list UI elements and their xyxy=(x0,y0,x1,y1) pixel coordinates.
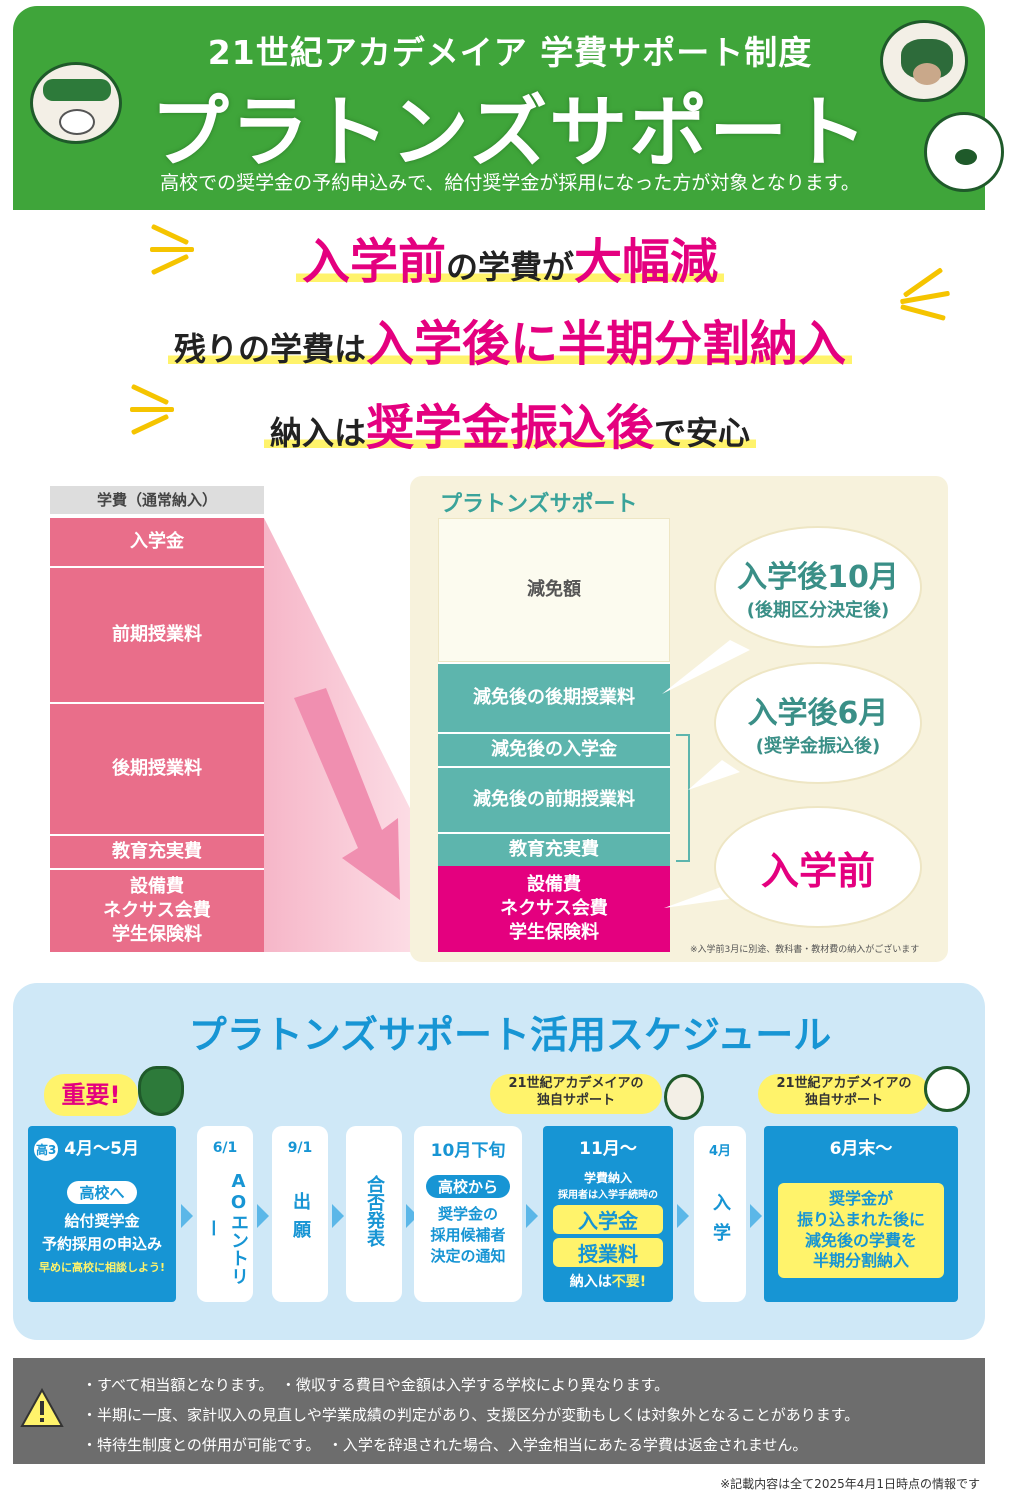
own-support-bubble-2: 21世紀アカデメイアの 独自サポート xyxy=(758,1074,930,1114)
step-6-sub: 採用者は入学手続時の xyxy=(558,1190,658,1201)
catch-line-2: 残りの学費は入学後に半期分割納入 xyxy=(0,304,1020,374)
right-column-header: プラトンズサポート xyxy=(440,492,638,517)
arrow-2 xyxy=(257,1204,269,1228)
deer-small-mascot-icon xyxy=(138,1066,184,1116)
step-7-period: 4月 xyxy=(708,1144,732,1159)
left-item-education: 教育充実費 xyxy=(50,834,264,868)
right-item-early-tuition: 減免後の前期授業料 xyxy=(438,766,670,832)
arrow-3 xyxy=(332,1204,344,1228)
deer-mascot-icon xyxy=(30,62,122,144)
step-3-date: 9/1 xyxy=(287,1140,313,1156)
arrow-7 xyxy=(750,1204,762,1228)
arrow-1 xyxy=(181,1204,193,1228)
step-6-foot: 納入は不要! xyxy=(569,1274,647,1290)
note-line-1: ・すべて相当額となります。 ・徴収する費目や金額は入学する学校により異なります。 xyxy=(82,1376,670,1394)
right-item-entrance: 減免後の入学金 xyxy=(438,732,670,766)
left-item-late-tuition: 後期授業料 xyxy=(50,702,264,834)
step-1-period: 4月～5月 xyxy=(64,1139,139,1159)
alpaca-small-mascot-icon xyxy=(664,1074,704,1120)
step-4-body: 合否発表 xyxy=(364,1175,385,1247)
step-2-date: 6/1 xyxy=(212,1140,238,1156)
step-8-period: 6月末～ xyxy=(829,1139,893,1159)
step-5-card: 10月下旬 高校から 奨学金の 採用候補者 決定の通知 xyxy=(414,1126,522,1302)
step-1-body: 給付奨学金 予約採用の申込み xyxy=(41,1212,162,1253)
left-item-early-tuition: 前期授業料 xyxy=(50,566,264,702)
header-subtitle: 21世紀アカデメイア 学費サポート制度 xyxy=(207,33,813,72)
bubble-june: 入学後6月 (奨学金振込後) xyxy=(716,664,920,782)
reduction-funnel-graphic xyxy=(264,518,438,952)
header-banner xyxy=(13,6,985,210)
step-6-box-tuition: 授業料 xyxy=(553,1238,663,1267)
left-item-facility: 設備費 ネクサス会費 学生保険料 xyxy=(50,868,264,952)
arrow-5 xyxy=(526,1204,538,1228)
left-item-entrance: 入学金 xyxy=(50,518,264,566)
step-7-card: 4月 入学 xyxy=(694,1126,746,1302)
step-8-body: 奨学金が 振り込まれた後に 減免後の学費を 半期分割納入 xyxy=(778,1183,944,1279)
step-7-body: 入学 xyxy=(710,1193,731,1253)
warning-icon xyxy=(20,1388,64,1427)
important-badge: 重要! xyxy=(44,1074,138,1116)
right-item-facility: 設備費 ネクサス会費 学生保険料 xyxy=(438,866,670,952)
alpaca-mascot-icon xyxy=(880,20,968,102)
burst-left-2 xyxy=(130,383,180,436)
catch-line-3: 納入は奨学金振込後で安心 xyxy=(0,388,1020,458)
catch-line-1: 入学前の学費が大幅減 xyxy=(0,222,1020,292)
step-1-tag: 高校へ xyxy=(67,1181,137,1204)
burst-left-1 xyxy=(150,223,200,276)
footnote: ※記載内容は全て2025年4月1日時点の情報です xyxy=(720,1477,980,1491)
bubble-before: 入学前 xyxy=(716,808,920,926)
step-4-card: 合否発表 xyxy=(346,1126,402,1302)
step-5-tag: 高校から xyxy=(425,1175,510,1198)
step-6-card: 11月～ 学費納入 採用者は入学手続時の 入学金 授業料 納入は不要! xyxy=(543,1126,673,1302)
left-column-header: 学費（通常納入） xyxy=(50,486,264,514)
header-description: 高校での奨学金の予約申込みで、給付奨学金が採用になった方が対象となります。 xyxy=(160,172,860,194)
step-5-body: 奨学金の 採用候補者 決定の通知 xyxy=(430,1205,506,1265)
note-line-2: ・半期に一度、家計収入の見直しや学業成績の判定があり、支援区分が変動もしくは対象… xyxy=(82,1406,860,1424)
step-6-period: 11月～ xyxy=(579,1139,637,1159)
step-1-grade: 高3 xyxy=(34,1138,59,1161)
bracket-line xyxy=(676,734,690,862)
step-3-body: 出願 xyxy=(290,1192,311,1248)
step-6-head: 学費納入 xyxy=(583,1171,632,1185)
step-8-card: 6月末～ 奨学金が 振り込まれた後に 減免後の学費を 半期分割納入 xyxy=(764,1126,958,1302)
header-title: プラトンズサポート xyxy=(150,88,870,178)
own-support-bubble-1: 21世紀アカデメイアの 独自サポート xyxy=(490,1074,662,1114)
step-3-card: 9/1 出願 xyxy=(272,1126,328,1302)
notes-panel xyxy=(13,1358,985,1464)
right-item-exempt: 減免額 xyxy=(438,518,670,662)
step-1-card: 高3 4月～5月 高校へ 給付奨学金 予約採用の申込み 早めに高校に相談しよう! xyxy=(28,1126,176,1302)
step-2-card: 6/1 AOエントリー xyxy=(197,1126,253,1302)
step-1-hint: 早めに高校に相談しよう! xyxy=(38,1261,166,1274)
step-5-period: 10月下旬 xyxy=(430,1141,506,1161)
bubble-october: 入学後10月 (後期区分決定後) xyxy=(716,528,920,646)
sheep-small-mascot-icon xyxy=(924,1066,970,1112)
right-item-education: 教育充実費 xyxy=(438,832,670,866)
step-6-box-entrance: 入学金 xyxy=(553,1205,663,1234)
step-2-body: AOエントリー xyxy=(202,1171,249,1285)
note-line-3: ・特待生制度との併用が可能です。 ・入学を辞退された場合、入学金相当にあたる学費… xyxy=(82,1436,808,1454)
comparison-note: ※入学前3月に別途、教科書・教材費の納入がございます xyxy=(690,945,920,955)
schedule-title: プラトンズサポート活用スケジュール xyxy=(188,1013,832,1057)
arrow-6 xyxy=(677,1204,689,1228)
right-item-late-tuition: 減免後の後期授業料 xyxy=(438,662,670,732)
sheep-mascot-icon xyxy=(924,112,1004,192)
